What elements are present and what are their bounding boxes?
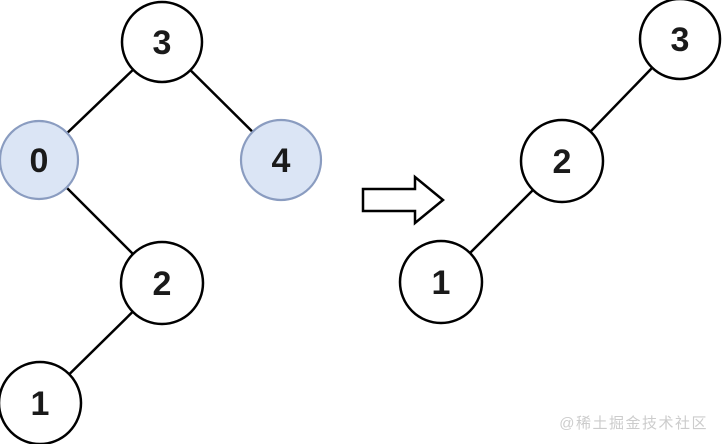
tree-node-circle (638, 0, 722, 81)
tree-node-circle-highlighted (239, 118, 323, 202)
original-tree-node-3: 3 (120, 0, 204, 84)
result-tree-node-2: 2 (519, 118, 605, 204)
original-tree-node-4: 4 (239, 118, 323, 202)
tree-node-circle (519, 118, 605, 204)
watermark-text: @稀土掘金技术社区 (559, 415, 708, 432)
tree-node-circle (120, 0, 204, 84)
right-arrow-icon (361, 174, 445, 226)
transform-arrow-layer (361, 174, 445, 226)
tree-node-label: 4 (272, 142, 291, 180)
tree-node-circle (0, 360, 83, 444)
tree-node-label: 1 (432, 264, 451, 302)
original-tree-node-0: 0 (0, 119, 80, 201)
tree-node-circle-highlighted (0, 119, 80, 201)
tree-node-circle (398, 239, 484, 325)
tree-node-label: 2 (153, 265, 172, 303)
tree-node-circle (119, 240, 205, 326)
tree-node-label: 3 (153, 24, 172, 62)
result-tree-node-1: 1 (398, 239, 484, 325)
tree-node-label: 3 (671, 21, 690, 59)
tree-edges-layer (38, 38, 681, 404)
result-tree-node-3: 3 (638, 0, 722, 81)
original-tree-node-2: 2 (119, 240, 205, 326)
original-tree-node-1: 1 (0, 360, 83, 444)
tree-node-label: 0 (30, 142, 49, 180)
tree-node-label: 1 (31, 385, 50, 423)
tree-node-label: 2 (553, 143, 572, 181)
